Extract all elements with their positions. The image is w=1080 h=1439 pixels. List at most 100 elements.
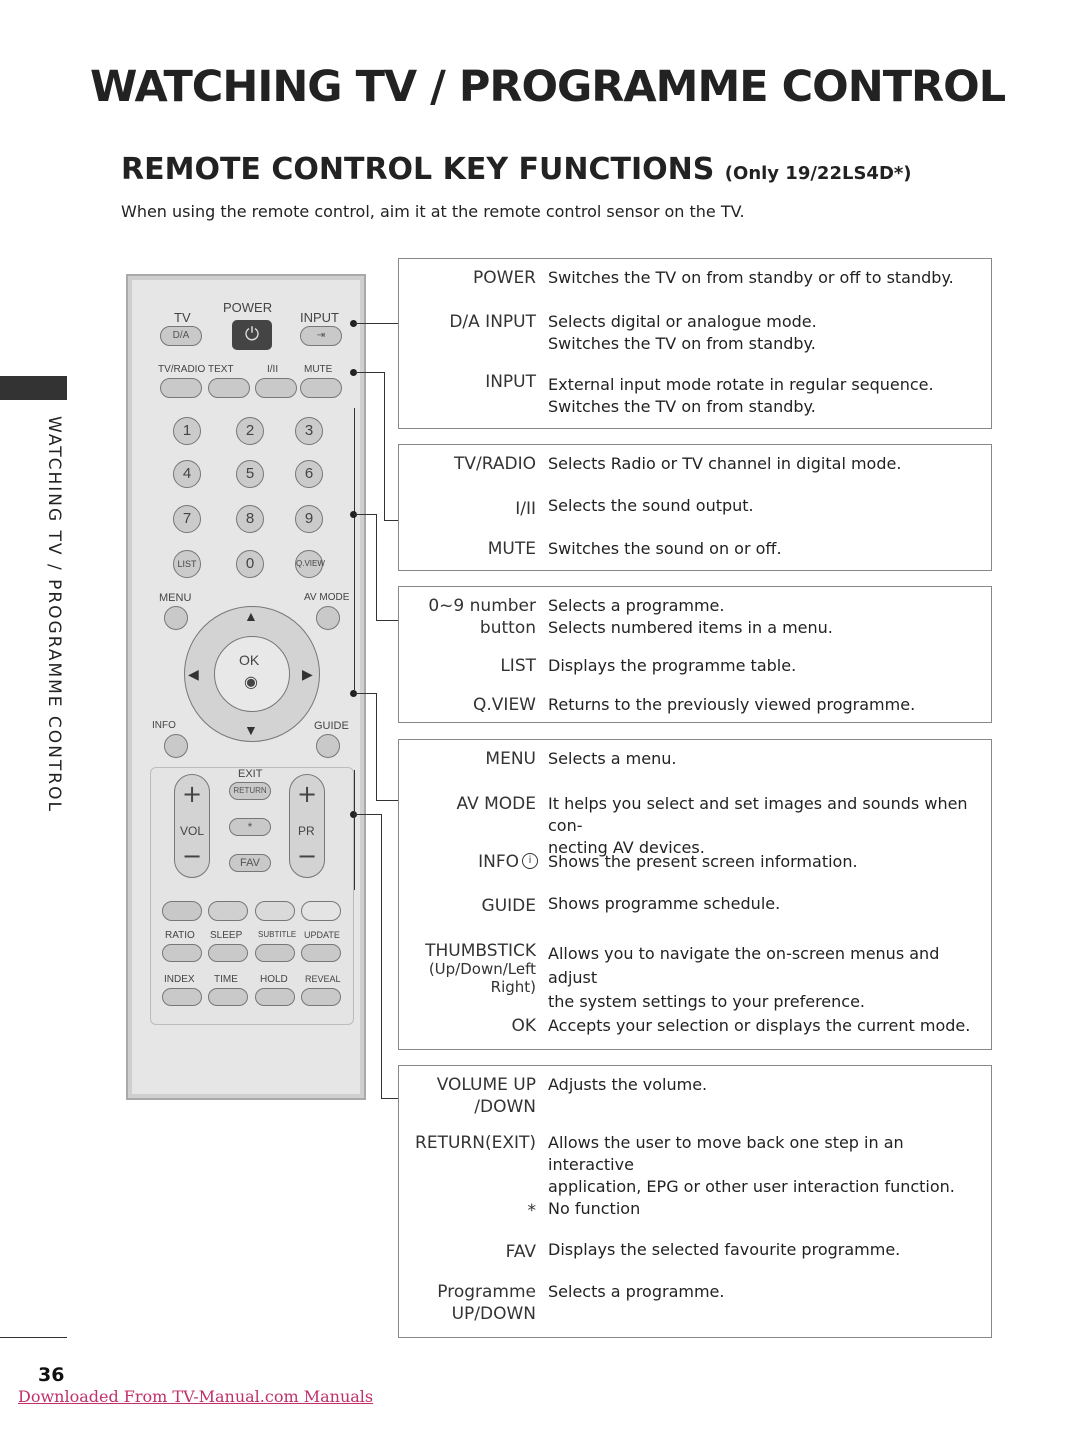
key-name: VOLUME UP/DOWN [399,1074,536,1118]
key-name: MENU [485,749,536,769]
key-description: Shows the present screen information. [548,852,858,871]
remote-face: POWER TV INPUT D/A ⏻ ⇥ TV/RADIO TEXT I/I… [132,280,360,1094]
key-box-volume-programme: VOLUME UP/DOWN Adjusts the volume. RETUR… [398,1065,992,1338]
key-description: No function [548,1199,641,1218]
key-line: THUMBSTICK [425,941,536,961]
key-box-menu-navigation: MENU Selects a menu. AV MODE It helps yo… [398,739,992,1050]
key-name: * [527,1201,537,1221]
index-button [162,988,202,1006]
connector-line-1 [354,323,398,324]
remote-update-label: UPDATE [304,930,340,940]
key-description: Selects a programme. [548,1282,725,1301]
key-name: GUIDE [481,896,536,916]
remote-text-label: TEXT [208,364,234,375]
subtitle-button [255,944,295,962]
color-key-3 [255,901,295,921]
key-description: Selects a menu. [548,749,677,768]
return-button: RETURN [229,782,271,800]
desc-line: necting AV devices. [548,838,705,857]
text-button [208,378,250,398]
desc-line: Selects digital or analogue mode. [548,312,817,331]
key-description: Selects the sound output. [548,496,754,515]
remote-info-label: INFO [152,720,176,731]
key-description: Allows you to navigate the on-screen men… [548,942,984,1014]
color-key-1 [162,901,202,921]
digit-4-button: 4 [173,460,201,488]
hold-button [255,988,295,1006]
i-ii-button [255,378,297,398]
digit-5-button: 5 [236,460,264,488]
ratio-button [162,944,202,962]
remote-vol-label: VOL [180,824,205,838]
desc-line: application, EPG or other user interacti… [548,1177,955,1196]
download-source-link[interactable]: Downloaded From TV-Manual.com Manuals [18,1387,374,1406]
remote-mute-label: MUTE [304,364,333,375]
key-line: UP/DOWN [451,1304,536,1324]
arrow-left-icon: ◀ [188,666,199,682]
key-name: LIST [500,656,536,676]
remote-exit-label: EXIT [238,768,263,780]
key-description: Selects a programme.Selects numbered ite… [548,595,984,639]
connector-line-2a [354,372,384,373]
connector-dot-1 [350,320,357,327]
side-section-label: WATCHING TV / PROGRAMME CONTROL [44,416,64,813]
page-number: 36 [38,1364,65,1386]
key-box-power-input: POWER Switches the TV on from standby or… [398,258,992,429]
remote-subtitle-label: SUBTITLE [258,930,297,939]
key-name: TV/RADIO [454,454,536,474]
key-box-radio-sound: TV/RADIO Selects Radio or TV channel in … [398,444,992,571]
digit-0-button: 0 [236,550,264,578]
key-name: FAV [505,1242,536,1262]
remote-power-label: POWER [223,300,273,315]
list-button: LIST [173,550,201,578]
volume-plus-icon: + [181,780,203,808]
desc-line: the system settings to your preference. [548,992,866,1011]
key-name: RETURN(EXIT) [415,1133,536,1153]
desc-line: Allows you to navigate the on-screen men… [548,944,940,987]
connector-dot-5 [350,811,357,818]
key-description: Displays the selected favourite programm… [548,1240,901,1259]
key-description: Adjusts the volume. [548,1075,708,1094]
digit-2-button: 2 [236,417,264,445]
digit-8-button: 8 [236,505,264,533]
color-key-2 [208,901,248,921]
remote-guide-label: GUIDE [314,720,349,732]
update-button [301,944,341,962]
connector-line-5c [381,1098,398,1099]
remote-sleep-label: SLEEP [210,930,243,941]
volume-minus-icon: − [181,842,203,870]
ok-dot-icon: ◉ [244,674,258,691]
desc-line: Selects numbered items in a menu. [548,618,833,637]
desc-line: It helps you select and set images and s… [548,794,968,835]
programme-plus-icon: + [296,780,318,808]
info-icon: i [522,853,538,869]
key-name: POWER [473,268,536,288]
remote-hold-label: HOLD [260,974,288,985]
connector-dot-2 [350,369,357,376]
remote-pr-label: PR [298,824,315,838]
color-key-4 [301,901,341,921]
key-description: External input mode rotate in regular se… [548,374,984,418]
remote-tv-label: TV [174,310,191,325]
connector-dot-3 [350,511,357,518]
menu-button [164,606,188,630]
avmode-button [316,606,340,630]
connector-line-4c [376,800,398,801]
section-title: REMOTE CONTROL KEY FUNCTIONS (Only 19/22… [121,152,912,187]
key-name: Q.VIEW [473,695,536,715]
key-name: OK [511,1016,536,1036]
side-tab-marker [0,376,67,400]
key-line: VOLUME UP [436,1075,536,1095]
remote-control-illustration: POWER TV INPUT D/A ⏻ ⇥ TV/RADIO TEXT I/I… [126,274,366,1100]
key-description: Returns to the previously viewed program… [548,695,916,714]
connector-dot-4 [350,690,357,697]
star-button: * [229,818,271,836]
digit-1-button: 1 [173,417,201,445]
key-name: INFO [478,852,519,872]
desc-line: Switches the TV on from standby. [548,397,816,416]
page-title: WATCHING TV / PROGRAMME CONTROL [90,62,1006,112]
digit-9-button: 9 [295,505,323,533]
remote-menu-label: MENU [159,592,192,604]
